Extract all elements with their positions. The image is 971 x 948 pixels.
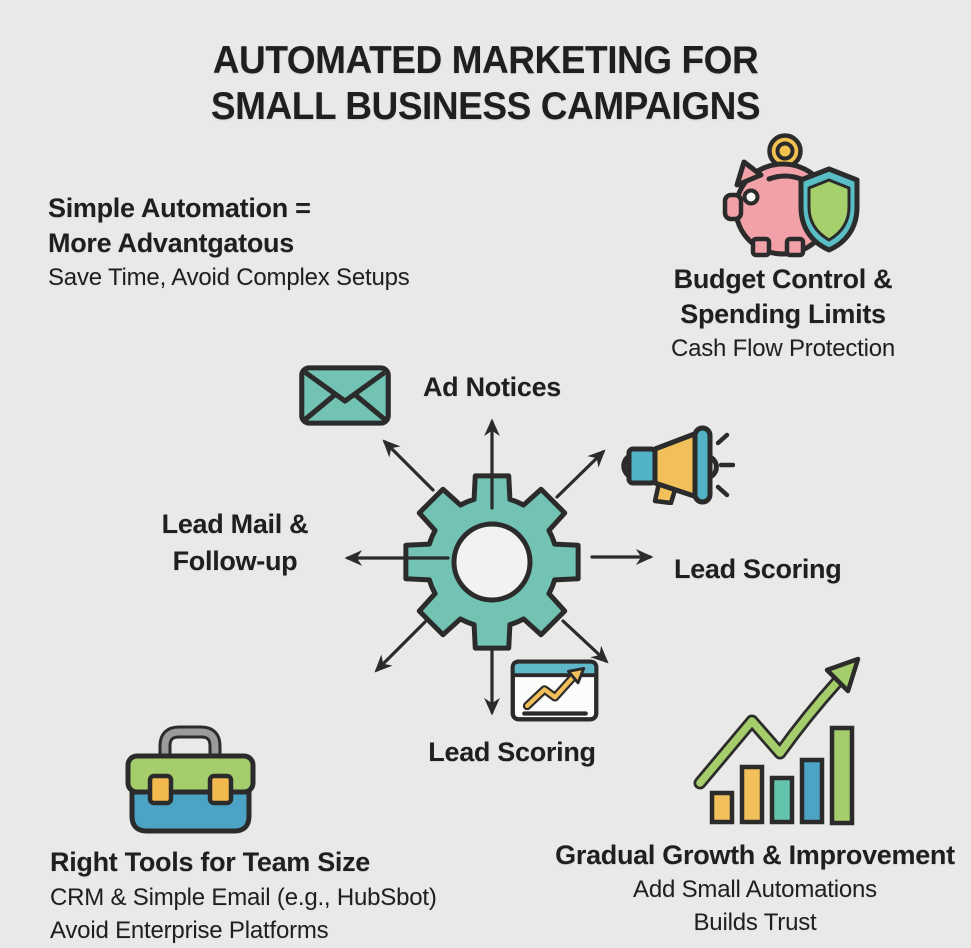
gradual-growth-subtext-line2: Builds Trust — [693, 909, 817, 936]
budget-control-heading-line2: Spending Limits — [680, 299, 886, 329]
page-title-line2: SMALL BUSINESS CAMPAIGNS — [210, 85, 761, 128]
gradual-growth-subtext-line1: Add Small Automations — [633, 876, 877, 903]
simple-automation-heading-line1: Simple Automation = — [48, 193, 311, 223]
megaphone-icon — [615, 425, 735, 505]
line-chart-window-icon — [507, 655, 603, 726]
hub-label-lead-mail: Lead Mail & Follow-up — [130, 506, 340, 580]
hub-label-lead-scoring-right: Lead Scoring — [674, 554, 842, 584]
budget-control-subtext: Cash Flow Protection — [670, 335, 896, 362]
hub-label-lead-scoring-bottom: Lead Scoring — [428, 737, 596, 767]
simple-automation-heading-line2: More Advantgatous — [48, 228, 294, 258]
right-tools-subtext-line2: Avoid Enterprise Platforms — [50, 917, 329, 944]
callout-right-tools: Right Tools for Team Size CRM & Simple E… — [50, 843, 530, 947]
piggy-bank-shield-icon — [695, 133, 870, 263]
callout-gradual-growth: Gradual Growth & Improvement Add Small A… — [545, 838, 965, 939]
growth-bars-arrow-icon — [688, 645, 868, 835]
hub-label-ad-notices: Ad Notices — [422, 372, 562, 402]
right-tools-heading: Right Tools for Team Size — [50, 847, 371, 877]
callout-simple-automation: Simple Automation = More Advantgatous Sa… — [48, 191, 468, 294]
simple-automation-subtext: Save Time, Avoid Complex Setups — [48, 264, 410, 291]
callout-budget-control: Budget Control & Spending Limits Cash Fl… — [633, 262, 933, 365]
lead-mail-line1: Lead Mail & — [161, 509, 309, 539]
page-title: AUTOMATED MARKETING FOR SMALL BUSINESS C… — [24, 38, 946, 130]
gradual-growth-heading: Gradual Growth & Improvement — [555, 840, 955, 870]
envelope-icon — [299, 364, 391, 427]
page-title-line1: AUTOMATED MARKETING FOR — [212, 39, 759, 82]
right-tools-subtext-line1: CRM & Simple Email (e.g., HubSbot) — [50, 884, 437, 911]
gear-icon — [397, 467, 587, 657]
budget-control-heading-line1: Budget Control & — [673, 264, 893, 294]
lead-mail-line2: Follow-up — [172, 546, 298, 576]
hub-arrows — [330, 400, 660, 730]
toolbox-icon — [118, 720, 263, 838]
